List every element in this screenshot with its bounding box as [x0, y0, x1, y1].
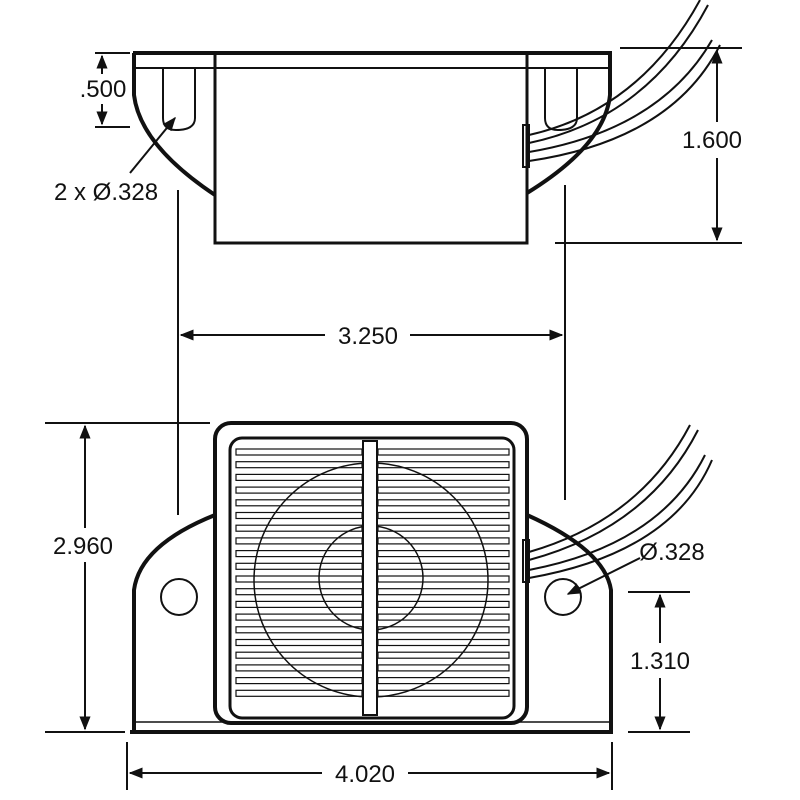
- grille-slat: [235, 537, 363, 545]
- dim-label: 2.960: [53, 533, 113, 560]
- grille: [228, 436, 516, 720]
- dim-slot-height: .500: [80, 52, 130, 128]
- grille-center-bar: [362, 440, 378, 716]
- left-ear: [132, 53, 217, 197]
- grille-slat: [235, 600, 363, 609]
- front-view: [130, 421, 713, 734]
- grille-slat: [235, 549, 363, 558]
- left-mount-hole: [160, 578, 198, 616]
- wire-grommet: [522, 124, 530, 168]
- dim-label: 2 x Ø.328: [54, 179, 158, 206]
- grille-slat: [377, 638, 510, 647]
- wires-top: [528, 0, 721, 162]
- dim-label: 1.310: [630, 648, 690, 675]
- grille-slat: [235, 638, 363, 647]
- top-view: [132, 0, 721, 245]
- grille-slat: [377, 626, 510, 634]
- dim-label: 1.600: [682, 127, 742, 154]
- dim-overall-height-top: 1.600: [555, 47, 742, 244]
- grille-slat: [235, 613, 363, 621]
- grille-slat: [377, 575, 510, 583]
- grille-slat: [235, 664, 363, 672]
- right-mount-hole: [544, 578, 582, 616]
- right-slot: [544, 68, 578, 132]
- dim-label: 4.020: [335, 761, 395, 788]
- grille-slat: [377, 537, 510, 545]
- grille-slat: [377, 473, 510, 481]
- right-ear: [526, 513, 613, 732]
- dim-label: Ø.328: [639, 539, 704, 566]
- left-slot: [162, 68, 196, 132]
- grille-slat: [377, 524, 510, 532]
- right-ear: [525, 53, 612, 195]
- left-ear: [132, 513, 216, 732]
- dim-mount-hole-front: Ø.328: [566, 539, 705, 595]
- grille-slat: [235, 524, 363, 532]
- wires-front: [528, 424, 713, 579]
- dim-hole-spacing: 3.250: [177, 185, 566, 515]
- grille-slat: [235, 499, 363, 507]
- dim-hole-height: 1.310: [628, 591, 690, 733]
- grille-slat: [377, 562, 510, 570]
- dim-overall-width: 4.020: [126, 742, 613, 790]
- grille-slat: [377, 448, 510, 456]
- grille-slat: [377, 588, 510, 596]
- grille-slat: [235, 651, 363, 659]
- grille-slat: [377, 600, 510, 609]
- dim-label: .500: [80, 76, 127, 103]
- wire-grommet: [522, 539, 530, 583]
- grille-slat: [235, 448, 363, 456]
- dim-overall-height-front: 2.960: [45, 422, 210, 733]
- grille-slat: [377, 613, 510, 621]
- grille-slat: [235, 511, 363, 520]
- grille-slat: [377, 651, 510, 659]
- grille-slat: [377, 664, 510, 672]
- grille-slat: [235, 676, 363, 685]
- grille-slat: [377, 676, 510, 685]
- grille-slat: [377, 499, 510, 507]
- dim-mount-holes-top: 2 x Ø.328: [54, 116, 176, 206]
- grille-slat: [235, 473, 363, 481]
- dim-label: 3.250: [338, 323, 398, 350]
- grille-slat: [377, 511, 510, 520]
- grille-slat: [235, 575, 363, 583]
- grille-slat: [235, 626, 363, 634]
- housing: [213, 421, 529, 725]
- grille-slat: [377, 549, 510, 558]
